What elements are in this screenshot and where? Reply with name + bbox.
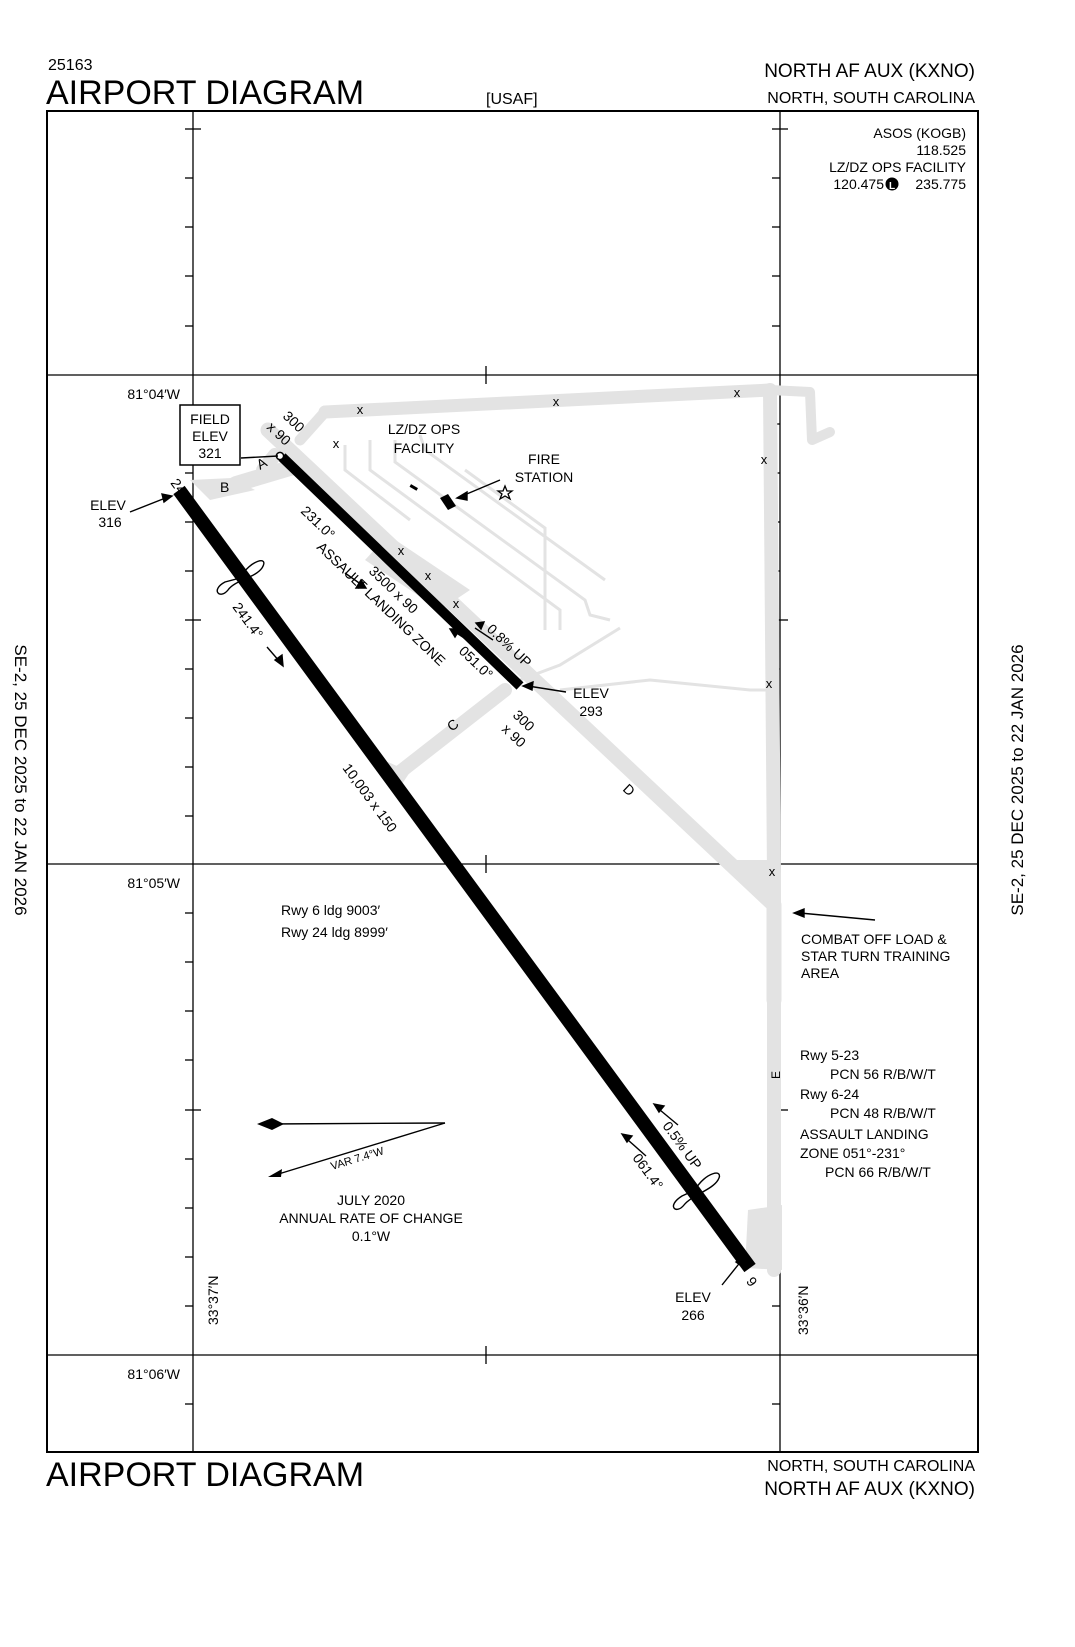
closed-markers: x x x x x x x x x x: [333, 385, 776, 879]
ops-symbol-letter: L: [889, 181, 895, 192]
fire-label-1: FIRE: [528, 451, 560, 467]
taxiway-e: [763, 383, 781, 882]
svg-text:x: x: [769, 864, 776, 879]
ldg-distance-1: Rwy 6 ldg 9003′: [281, 902, 381, 918]
elev-value-6: 266: [681, 1307, 705, 1323]
taxiway-north: [318, 383, 777, 419]
grid-ticks: [185, 128, 788, 1405]
pcn-rwy-6-24: Rwy 6-24: [800, 1086, 859, 1102]
fire-station-icon: [496, 484, 514, 501]
agency-label: [USAF]: [486, 91, 538, 108]
field-elev-line2: ELEV: [192, 428, 228, 444]
elev-label-lz: ELEV: [573, 685, 609, 701]
taxiway-c: [393, 683, 512, 779]
field-elev-line1: FIELD: [190, 411, 230, 427]
runway-6-24: [173, 485, 756, 1273]
combat-label-3: AREA: [801, 965, 840, 981]
svg-text:x: x: [398, 543, 405, 558]
elev-label-6: ELEV: [675, 1289, 711, 1305]
ops-facility-marker: [409, 484, 418, 491]
airport-name: NORTH AF AUX (KXNO): [764, 61, 975, 82]
pcn-lz-label-1: ASSAULT LANDING: [800, 1126, 929, 1142]
combat-area: [735, 860, 780, 900]
taxiway-a: [256, 448, 282, 477]
lat-lon-grid: [47, 111, 978, 1452]
svg-text:x: x: [734, 385, 741, 400]
assault-landing-zone: [278, 453, 524, 690]
asos-freq: 118.525: [916, 142, 966, 158]
footer-location: NORTH, SOUTH CAROLINA: [767, 1458, 975, 1475]
north-apron-link: [765, 385, 835, 445]
svg-text:x: x: [333, 436, 340, 451]
svg-text:x: x: [357, 402, 364, 417]
ops-facility-building: [440, 494, 456, 510]
lon-2: 81°05′W: [127, 875, 180, 891]
rwy6-turnpad: [745, 1205, 782, 1270]
twy-e-label: E: [769, 1071, 783, 1079]
field-elev-value: 321: [198, 445, 222, 461]
lat-1: 33°37′N: [205, 1276, 221, 1325]
svg-text:x: x: [425, 568, 432, 583]
approach-lighting-icon: [216, 560, 265, 595]
pcn-rwy-5-23: Rwy 5-23: [800, 1047, 859, 1063]
ops-symbol: [885, 177, 899, 191]
footer-title: AIRPORT DIAGRAM: [46, 1456, 365, 1494]
lz-ops-label-2: FACILITY: [394, 440, 455, 456]
var-date: JULY 2020: [337, 1192, 405, 1208]
elev-value-lz: 293: [579, 703, 603, 719]
ops-freq-b: 235.775: [915, 176, 966, 192]
lon-1: 81°04′W: [127, 386, 180, 402]
rwy-number-6: 6: [743, 1274, 761, 1290]
footer-airport: NORTH AF AUX (KXNO): [764, 1479, 975, 1500]
chart-id: 25163: [48, 57, 93, 74]
location-label: NORTH, SOUTH CAROLINA: [767, 90, 975, 107]
pcn-rwy-6-24-value: PCN 48 R/B/W/T: [830, 1105, 936, 1121]
service-roads: [343, 434, 770, 692]
rwy24-apron: [190, 478, 255, 500]
leader-lines: [129, 455, 876, 1286]
connector-nw: [294, 406, 331, 446]
combat-label-1: COMBAT OFF LOAD &: [801, 931, 947, 947]
field-elev-box: [179, 404, 241, 466]
asos-label: ASOS (KOGB): [873, 125, 966, 141]
elev-value-24: 316: [98, 514, 122, 530]
svg-text:x: x: [766, 676, 773, 691]
magnetic-variation: [257, 1118, 446, 1177]
pcn-lz-value: PCN 66 R/B/W/T: [825, 1164, 931, 1180]
fire-label-2: STATION: [515, 469, 574, 485]
twy-b-label: B: [220, 479, 229, 495]
lz-ops-label-1: LZ/DZ OPS: [388, 421, 460, 437]
text-layer: ASOS (KOGB) 118.525 LZ/DZ OPS FACILITY 1…: [90, 125, 967, 1382]
lz-apron: [365, 535, 470, 610]
page-title: AIRPORT DIAGRAM: [46, 74, 365, 112]
lon-3: 81°06′W: [127, 1366, 180, 1382]
lighting-symbols: [216, 560, 721, 1210]
chart-frame: [46, 110, 979, 1453]
var-rate-label: ANNUAL RATE OF CHANGE: [279, 1210, 463, 1226]
ops-label: LZ/DZ OPS FACILITY: [829, 159, 967, 175]
ldg-distance-2: Rwy 24 ldg 8999′: [281, 924, 388, 940]
var-rate-value: 0.1°W: [352, 1228, 391, 1244]
pcn-rwy-5-23-value: PCN 56 R/B/W/T: [830, 1066, 936, 1082]
elev-label-24: ELEV: [90, 497, 126, 513]
ops-freq-a: 120.475: [833, 176, 884, 192]
combat-label-2: STAR TURN TRAINING: [801, 948, 950, 964]
svg-text:x: x: [453, 596, 460, 611]
svg-text:x: x: [553, 394, 560, 409]
lat-2: 33°36′N: [795, 1286, 811, 1335]
approach-lighting-icon: [672, 1172, 721, 1210]
pcn-lz-label-2: ZONE 051°-231°: [800, 1145, 905, 1161]
svg-text:x: x: [761, 452, 768, 467]
